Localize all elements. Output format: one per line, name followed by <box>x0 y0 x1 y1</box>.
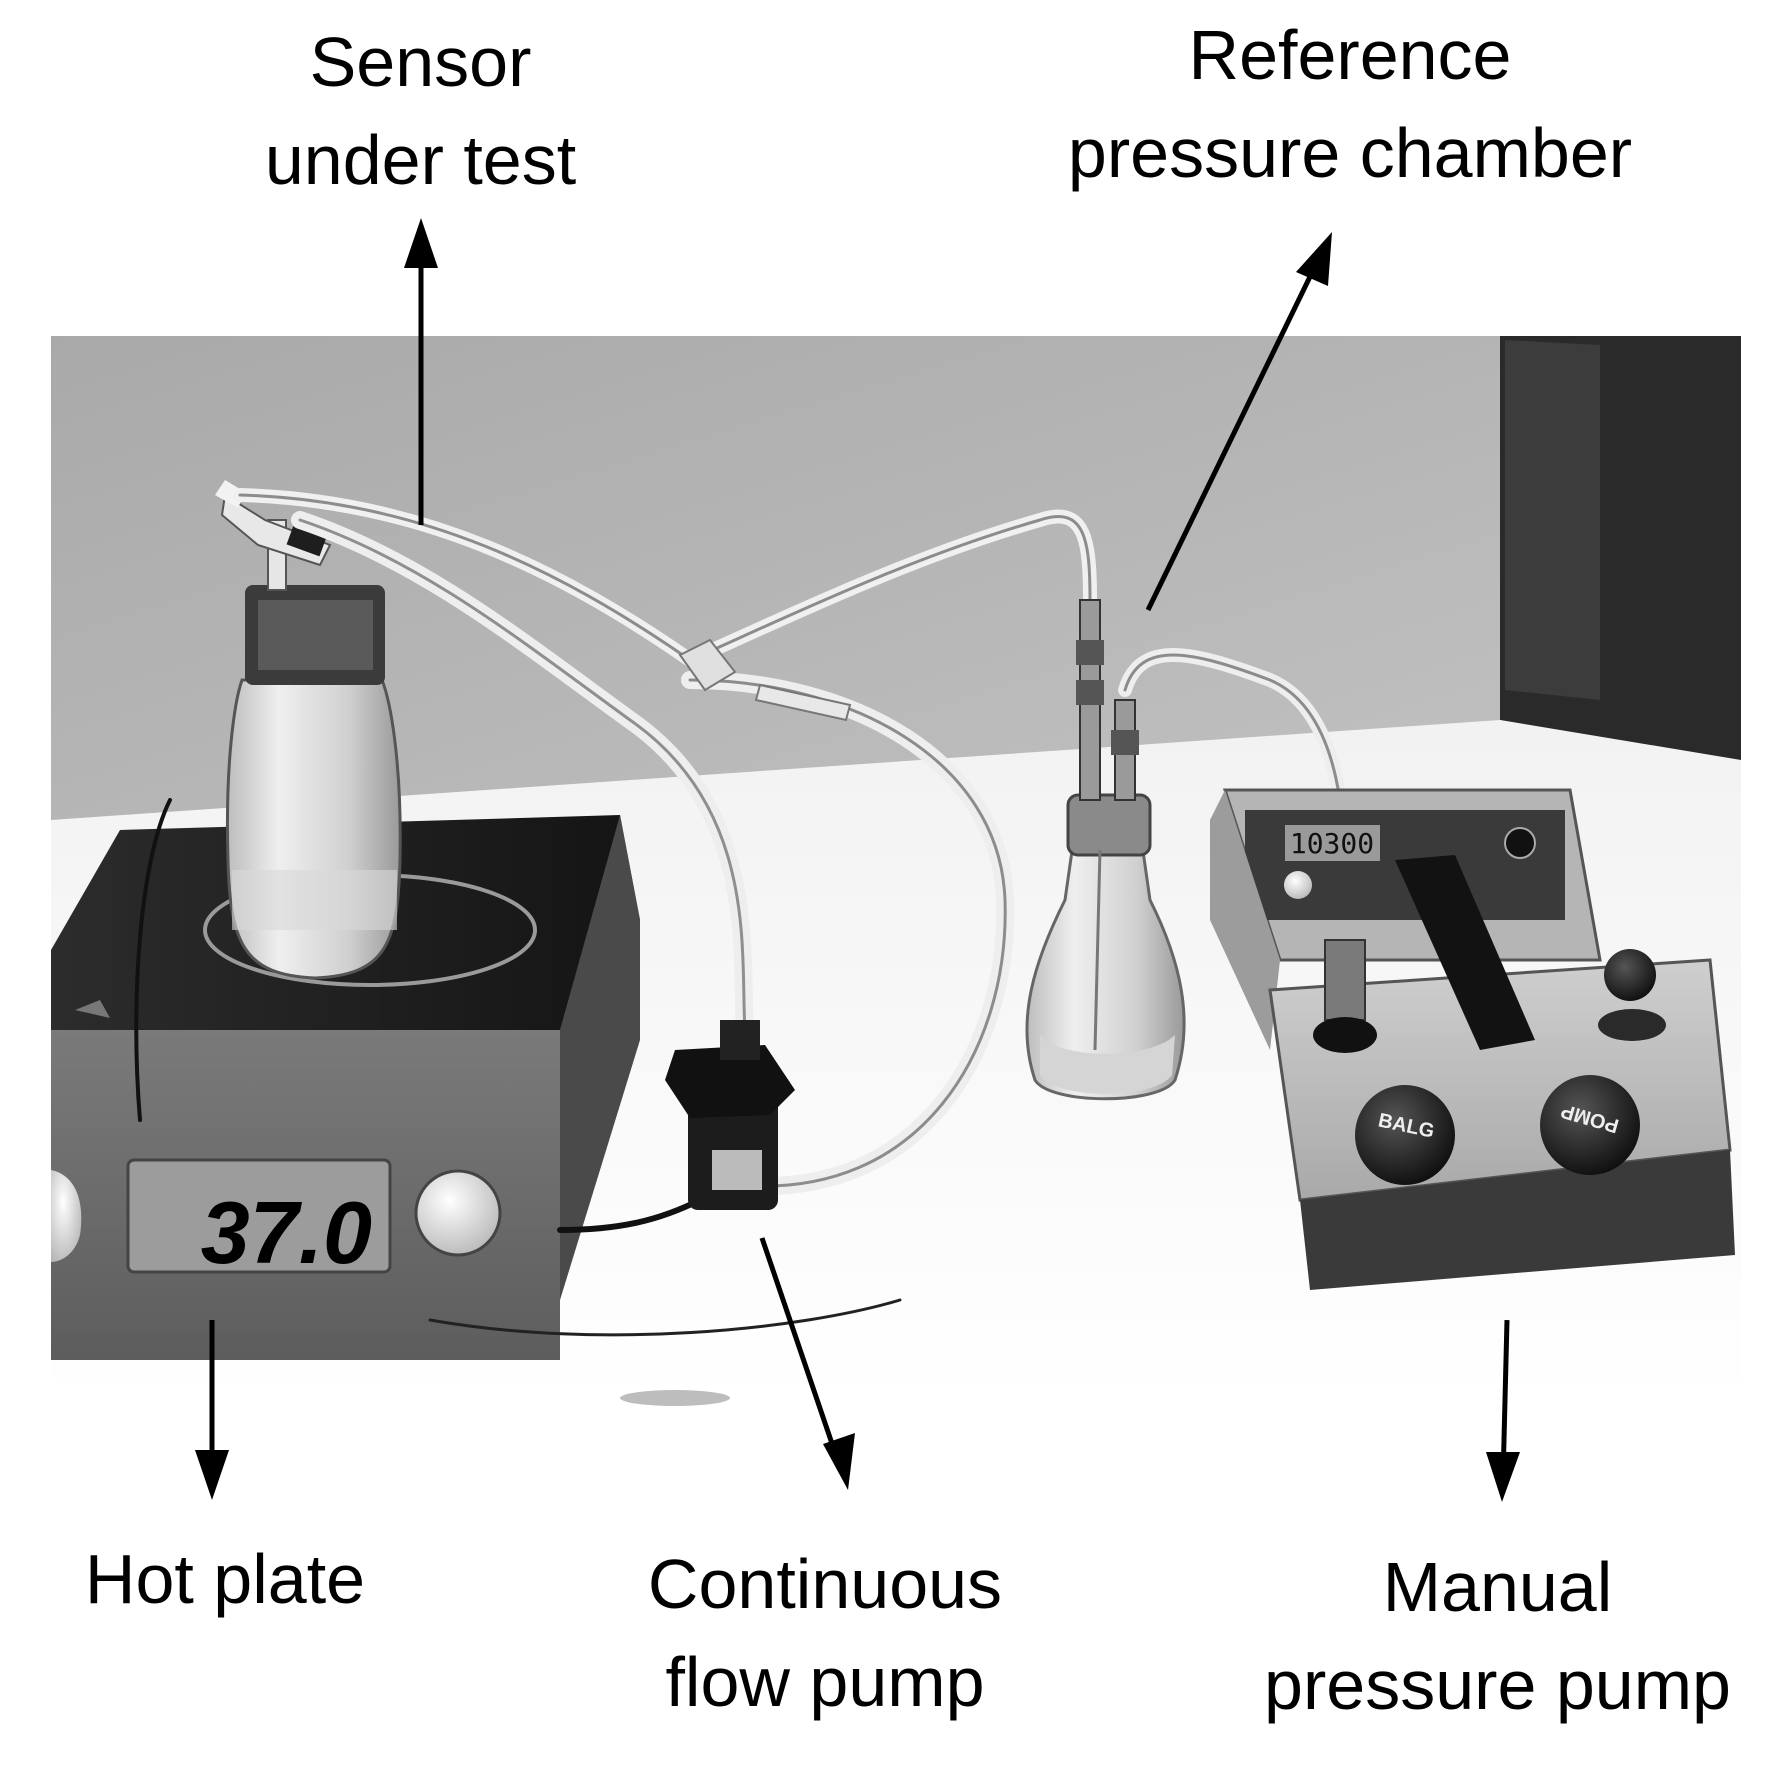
pointer-arrows <box>195 218 1520 1502</box>
hotplate-display <box>126 1158 392 1274</box>
arrow-flowpump <box>759 1237 855 1490</box>
label-continuous-flow-pump: Continuous flow pump <box>647 1545 1003 1721</box>
hotplate-display-value: 37.0 <box>201 1183 372 1282</box>
hotplate-right-knob <box>414 1169 502 1257</box>
arrow-reference <box>1145 232 1332 612</box>
arrow-hotplate <box>195 1320 229 1500</box>
label-hot-plate: Hot plate <box>84 1540 366 1618</box>
arrow-sensor <box>404 218 438 525</box>
pomp-knob <box>1540 1075 1640 1175</box>
pressure-display-value: 10300 <box>1290 827 1374 860</box>
label-sensor-under-test: Sensor under test <box>264 23 577 199</box>
label-manual-pressure-pump: Manual pressure pump <box>1264 1548 1731 1724</box>
arrow-manualpump <box>1486 1319 1520 1502</box>
hot-plate: 37.0 <box>51 815 640 1360</box>
tubing <box>134 488 1354 1337</box>
manual-pressure-pump: 10300 BALG POMP <box>1210 788 1735 1290</box>
reference-chamber <box>1025 599 1186 1101</box>
sensor-bottle <box>215 480 402 980</box>
balg-knob <box>1355 1085 1455 1185</box>
flow-pump <box>665 1020 795 1210</box>
label-reference-pressure-chamber: Reference pressure chamber <box>1067 16 1633 192</box>
